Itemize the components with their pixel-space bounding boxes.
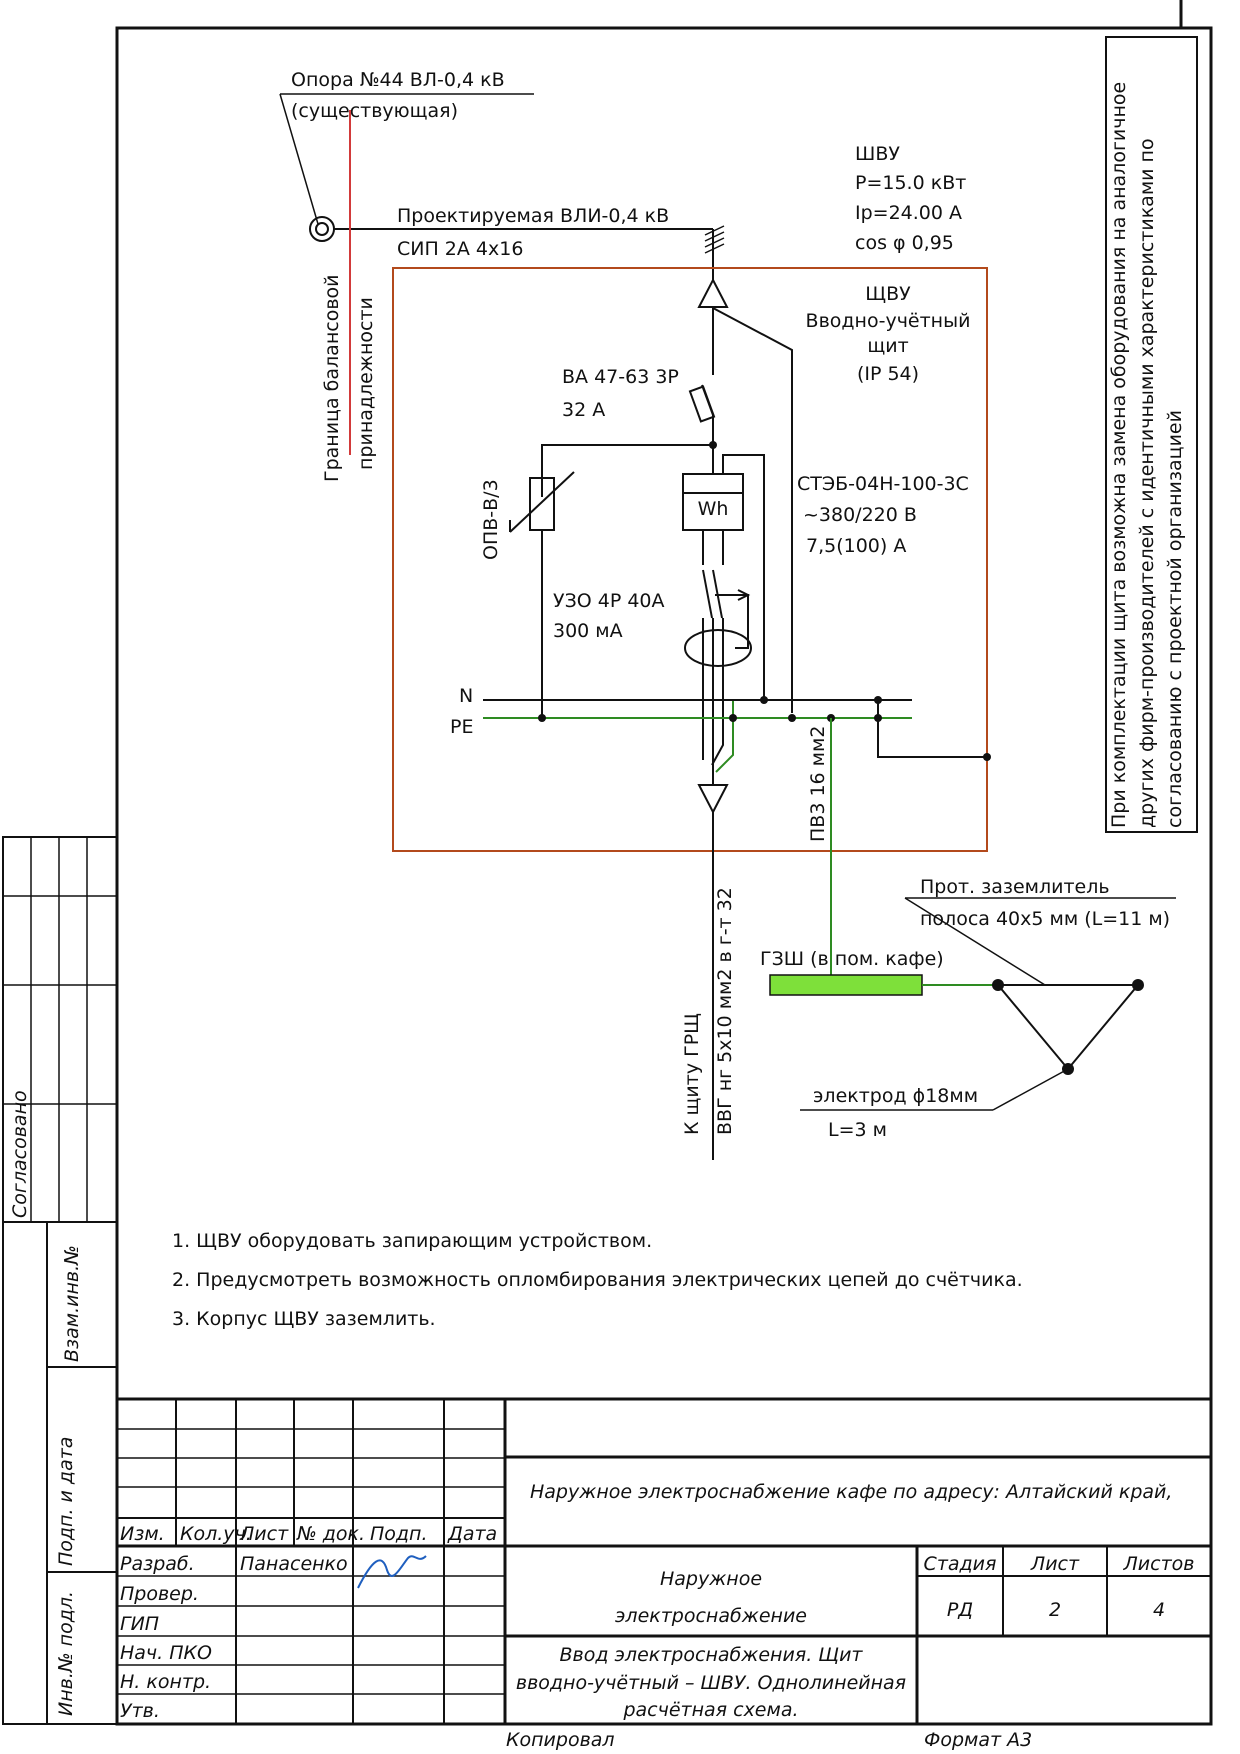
role-head: Нач. ПКО [120, 1642, 212, 1664]
panel-wiring: ВА 47-63 3Р 32 А ОПВ-В/3 Wh СТЭБ-04Н-100… [450, 277, 991, 1160]
ground-label-1: Прот. заземлитель [920, 876, 1110, 898]
col-doc: № док. [296, 1523, 365, 1545]
electrode-label-2: L=3 м [828, 1119, 887, 1141]
panel-title: ЩВУ Вводно-учётный щит (IP 54) [806, 283, 971, 385]
output-label-2: ВВГ нг 5х10 мм2 в г-т 32 [714, 887, 736, 1135]
margin-labels: Согласовано Взам.инв.№ Подп. и дата Инв.… [9, 1090, 83, 1716]
line-label: Проектируемая ВЛИ-0,4 кВ [397, 205, 669, 227]
stage-header: Стадия [924, 1553, 997, 1575]
col-date: Дата [447, 1523, 497, 1545]
note-3: 3. Корпус ЩВУ заземлить. [172, 1308, 436, 1330]
sheet-title-2: вводно-учётный – ШВУ. Однолинейная [516, 1672, 906, 1694]
agreed-label: Согласовано [9, 1090, 31, 1218]
pole-label: Опора №44 ВЛ-0,4 кВ [291, 69, 505, 91]
meter-label-3: 7,5(100) А [806, 535, 906, 557]
rcd-label-1: УЗО 4Р 40А [553, 590, 665, 612]
breaker-symbol [688, 385, 716, 423]
role-appr: Утв. [120, 1700, 160, 1722]
rcd-label-2: 300 мА [553, 620, 623, 642]
title-block: Изм. Кол.уч. Лист № док. Подп. Дата Разр… [117, 1397, 1211, 1724]
specs-cos: cos φ 0,95 [855, 232, 954, 254]
balance-boundary: Граница балансовой принадлежности [321, 110, 377, 482]
bus-n-label: N [459, 685, 473, 707]
boundary-label-1: Граница балансовой [321, 275, 343, 483]
ground-label-2: полоса 40х5 мм (L=11 м) [920, 908, 1170, 930]
meter-symbol-text: Wh [698, 498, 729, 520]
electrode-label-1: электрод ϕ18мм [813, 1085, 978, 1107]
sheet-value: 2 [1049, 1599, 1061, 1621]
role-norm: Н. контр. [120, 1671, 211, 1693]
col-sign: Подп. [370, 1523, 428, 1545]
sheet-header: Лист [1030, 1553, 1080, 1575]
role-dev: Разраб. [120, 1553, 195, 1575]
sheet-frame [2, 0, 1213, 1726]
pole-symbol [309, 216, 335, 242]
role-gip: ГИП [120, 1613, 159, 1635]
note-line-2: других фирм-производителей с идентичными… [1136, 138, 1158, 828]
general-notes: 1. ЩВУ оборудовать запирающим устройство… [172, 1230, 1023, 1330]
inv-replace-label: Взам.инв.№ [61, 1245, 83, 1362]
spd-label: ОПВ-В/3 [480, 479, 502, 560]
overhead-line: Опора №44 ВЛ-0,4 кВ (существующая) Проек… [279, 69, 725, 280]
panel-title-name: ЩВУ [865, 283, 911, 305]
panel-title-desc-2: щит [867, 335, 908, 357]
stage-value: РД [947, 1599, 973, 1621]
ground-bar-label: ГЗШ (в пом. кафе) [760, 948, 944, 970]
role-check: Провер. [120, 1583, 199, 1605]
sheet-title-1: Ввод электроснабжения. Щит [559, 1644, 863, 1666]
ground-bar [769, 974, 923, 996]
panel-title-ip: (IP 54) [857, 363, 919, 385]
rcd-sensor [684, 629, 752, 667]
meter-label-1: СТЭБ-04Н-100-3С [797, 473, 969, 495]
col-list: Лист [239, 1523, 289, 1545]
panel-specs: ШВУ Р=15.0 кВт Iр=24.00 А cos φ 0,95 [855, 143, 966, 254]
breaker-label-1: ВА 47-63 3Р [562, 366, 679, 388]
specs-name: ШВУ [855, 143, 900, 165]
earth-electrodes [995, 984, 1141, 1071]
boundary-label-2: принадлежности [355, 297, 377, 470]
note-2: 2. Предусмотреть возможность опломбирова… [172, 1269, 1023, 1291]
pe-cable-label: ПВ3 16 мм2 [807, 726, 829, 842]
project-title: Наружное электроснабжение кафе по адресу… [530, 1481, 1172, 1503]
section-title-1: Наружное [660, 1568, 762, 1590]
copied-label: Копировал [506, 1729, 615, 1751]
format-label: Формат А3 [924, 1729, 1032, 1751]
breaker-label-2: 32 А [562, 399, 605, 421]
meter-label-2: ~380/220 В [803, 504, 917, 526]
cable-label: СИП 2А 4х16 [397, 238, 523, 260]
input-connector [697, 277, 729, 308]
output-label-1: К щиту ГРЩ [681, 1013, 703, 1135]
output-connector [697, 784, 729, 815]
note-1: 1. ЩВУ оборудовать запирающим устройство… [172, 1230, 652, 1252]
note-line-1: При комплектации щита возможна замена об… [1108, 82, 1130, 828]
note-line-3: согласованию с проектной организацией [1164, 410, 1186, 828]
panel-title-desc-1: Вводно-учётный [806, 310, 971, 332]
bus-pe-label: PE [450, 716, 473, 738]
panel-enclosure [392, 267, 988, 852]
signature [357, 1555, 427, 1589]
pole-sub-label: (существующая) [291, 100, 458, 122]
specs-power: Р=15.0 кВт [855, 172, 966, 194]
col-kol: Кол.уч. [180, 1523, 252, 1545]
sign-date-label: Подп. и дата [55, 1437, 77, 1566]
note-box: При комплектации щита возможна замена об… [1105, 36, 1198, 833]
sheets-header: Листов [1123, 1553, 1195, 1575]
grounding: Прот. заземлитель полоса 40х5 мм (L=11 м… [760, 876, 1176, 1141]
section-title-2: электроснабжение [615, 1605, 807, 1627]
specs-current: Iр=24.00 А [855, 202, 962, 224]
sheets-value: 4 [1153, 1599, 1165, 1621]
sheet-title-3: расчётная схема. [622, 1699, 798, 1721]
inv-orig-label: Инв.№ подл. [55, 1591, 77, 1716]
developer-name: Панасенко [240, 1553, 348, 1575]
output-cable: К щиту ГРЩ ВВГ нг 5х10 мм2 в г-т 32 [681, 887, 736, 1135]
col-izm: Изм. [120, 1523, 165, 1545]
meter-symbol [682, 473, 744, 531]
